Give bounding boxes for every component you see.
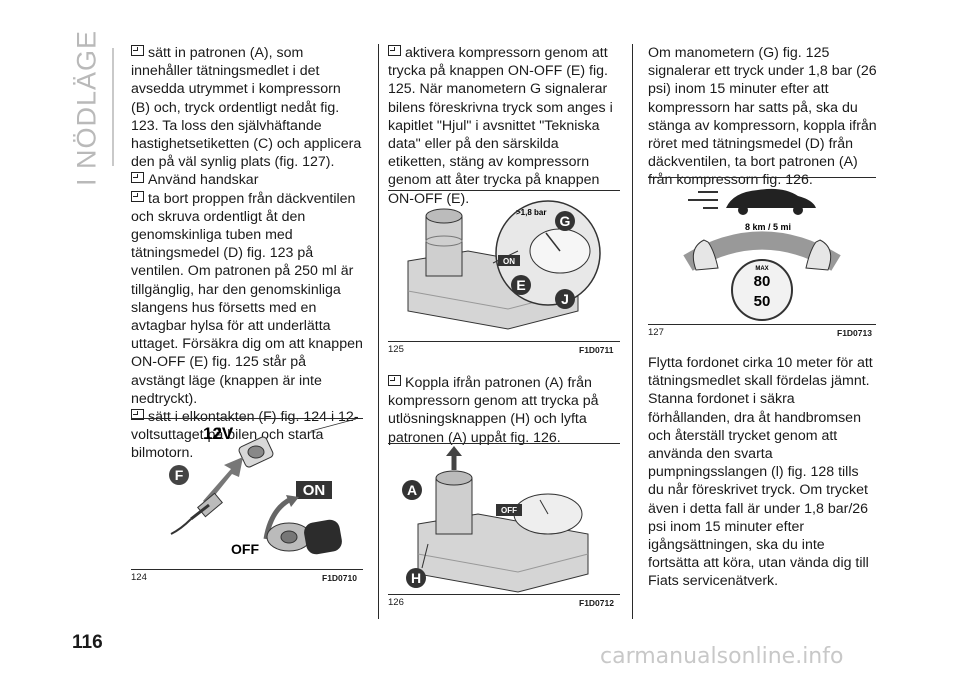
text-column-3-bottom: Flytta fordonet cirka 10 meter för att t… [648,354,878,591]
lift-arrow-icon [446,446,462,456]
paragraph: ta bort proppen från däckventilen och sk… [131,190,363,408]
text-column-2-top: aktivera kompressorn genom att trycka på… [388,44,620,208]
text-column-2-middle: Koppla ifrån patronen (A) från kompresso… [388,374,620,447]
footer-watermark: carmanualsonline.info [600,644,844,669]
figure-126: OFF A H [388,444,620,594]
fig125-e-label: E [516,277,525,293]
figure-bottom-rule [648,324,876,325]
figure-125-number: 125 [388,344,404,355]
ignition-key-icon [266,519,342,555]
fig126-a-label: A [407,482,417,498]
figure-bottom-rule [388,594,620,595]
section-title: I NÖDLÄGE [71,29,102,187]
figure-top-rule [648,177,876,178]
fig126-off-label: OFF [501,506,517,515]
hand-icon [805,239,832,271]
figure-125-code: F1D0711 [579,345,614,355]
fig127-max-label: MAX [755,266,768,272]
figure-125: >1,8 bar G ON E J [388,191,620,341]
paragraph-text: sätt in patronen (A), som innehåller tät… [131,45,362,171]
paragraph-text: Flytta fordonet cirka 10 meter för att t… [648,355,873,590]
checkbox-bullet-icon [131,45,144,56]
car-icon [726,188,816,208]
fig125-j-label: J [561,291,569,307]
figure-124-code: F1D0710 [322,573,357,583]
fig124-off-label: OFF [231,541,259,557]
paragraph-text: aktivera kompressorn genom att trycka på… [388,45,613,207]
figure-127: 8 km / 5 mi MAX 80 50 [648,178,876,324]
plug-icon [170,492,223,535]
column-divider [632,44,633,619]
speed-label-icon [731,259,793,321]
power-socket-icon [238,436,274,468]
column-divider [378,44,379,619]
paragraph-text: ta bort proppen från däckventilen och sk… [131,190,363,407]
paragraph: Flytta fordonet cirka 10 meter för att t… [648,354,878,591]
figure-126-number: 126 [388,597,404,608]
section-tab: I NÖDLÄGE [62,30,112,186]
fig127-50-label: 50 [754,293,771,310]
checkbox-bullet-icon [131,190,144,202]
fig124-on-label: ON [303,482,326,499]
checkbox-bullet-icon [388,45,401,56]
fig124-12v-label: 12V [203,424,234,443]
fig126-h-label: H [411,570,421,586]
fig125-on-label: ON [503,257,515,266]
fig127-distance-label: 8 km / 5 mi [745,222,791,232]
paragraph: Använd handskar [131,171,363,189]
paragraph-text: Använd handskar [148,172,259,189]
hand-icon [692,239,719,271]
fig125-g-label: G [560,213,571,229]
figure-top-rule [131,418,363,419]
paragraph: aktivera kompressorn genom att trycka på… [388,44,620,208]
figure-126-code: F1D0712 [579,598,614,608]
insert-arrow-icon [203,457,243,505]
figure-127-code: F1D0713 [837,328,872,338]
section-divider [112,48,114,166]
paragraph: sätt in patronen (A), som innehåller tät… [131,44,363,171]
fig124-f-label: F [175,467,184,483]
page-number: 116 [72,632,103,653]
paragraph: sätt i elkontakten (F) fig. 124 i 12-vol… [131,408,363,463]
paragraph-text: Om manometern (G) fig. 125 signalerar et… [648,45,877,189]
text-column-3-top: Om manometern (G) fig. 125 signalerar et… [648,44,880,190]
figure-124: 12V F ON OFF [131,419,363,569]
figure-127-number: 127 [648,327,664,338]
paragraph-text: sätt i elkontakten (F) fig. 124 i 12-vol… [131,409,359,462]
figure-bottom-rule [131,569,363,570]
fig125-pressure-label: >1,8 bar [516,208,546,217]
checkbox-bullet-icon [131,172,144,184]
figure-top-rule [388,443,620,444]
text-column-1: sätt in patronen (A), som innehåller tät… [131,44,363,463]
fig127-80-label: 80 [754,273,771,290]
paragraph: Om manometern (G) fig. 125 signalerar et… [648,44,880,190]
figure-bottom-rule [388,341,620,342]
paragraph-text: Koppla ifrån patronen (A) från kompresso… [388,375,599,446]
figure-top-rule [388,190,620,191]
paragraph: Koppla ifrån patronen (A) från kompresso… [388,374,620,447]
checkbox-bullet-icon [388,375,401,386]
checkbox-bullet-icon [131,409,144,421]
figure-124-number: 124 [131,572,147,583]
